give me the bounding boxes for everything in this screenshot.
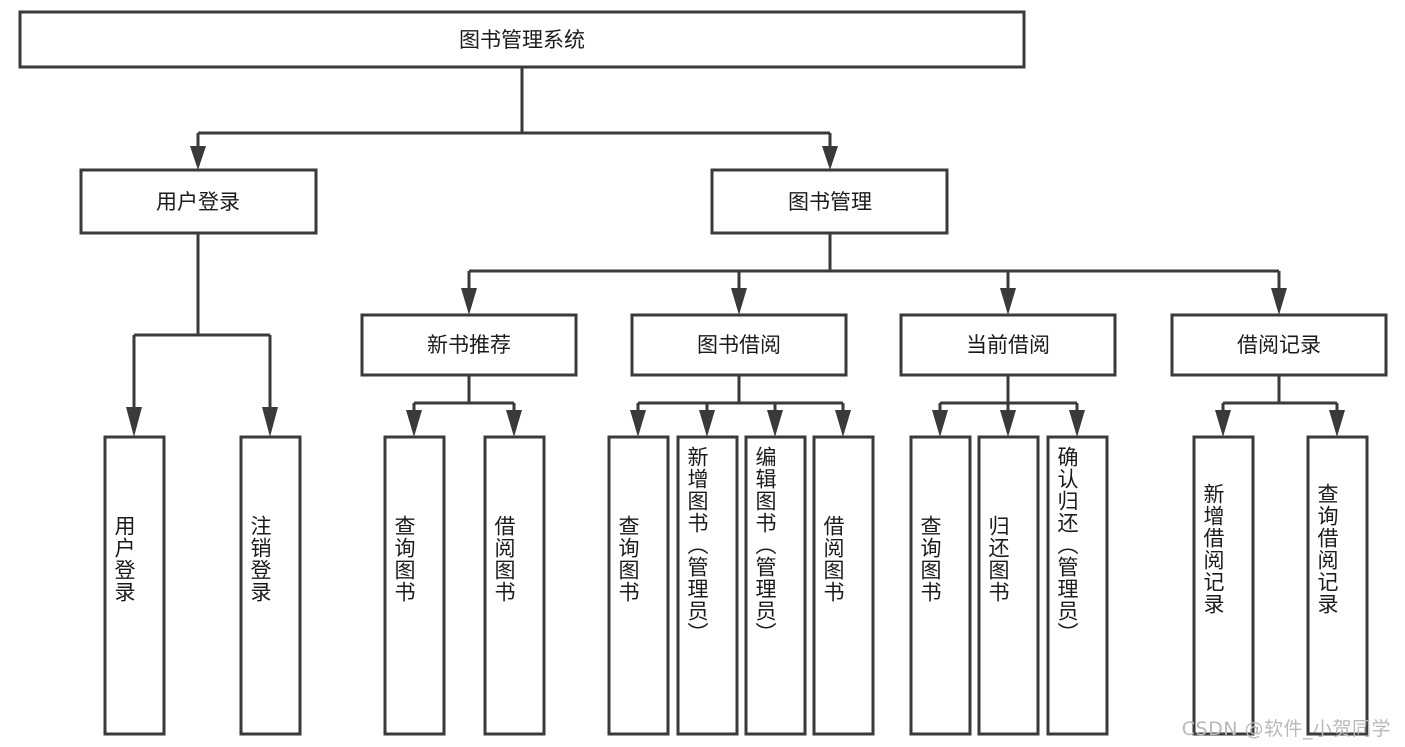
node-box-leaf-logout[interactable] <box>239 435 302 736</box>
node-box-leaf-query-book-1[interactable] <box>383 435 446 736</box>
arrow-to-leaf-logout <box>262 407 278 437</box>
arrow-to-borrow-record <box>1271 288 1287 315</box>
label-borrow-record: 借阅记录 <box>1237 333 1321 357</box>
arrow-to-new-book-rec <box>461 288 477 315</box>
node-box-borrow-record[interactable] <box>1170 313 1388 377</box>
node-box-user-login[interactable] <box>79 168 318 235</box>
arrow-to-leaf-query-book-1 <box>406 410 422 437</box>
node-box-root[interactable] <box>18 10 1026 69</box>
arrow-to-leaf-query-borrow-record <box>1329 410 1345 437</box>
arrow-to-leaf-confirm-return-admin <box>1069 410 1085 437</box>
arrow-to-leaf-query-book-2 <box>630 410 646 437</box>
node-box-book-borrow[interactable] <box>630 313 848 377</box>
label-new-book-rec: 新书推荐 <box>427 333 511 357</box>
label-book-borrow: 图书借阅 <box>697 333 781 357</box>
label-root: 图书管理系统 <box>459 28 585 52</box>
node-box-book-manage[interactable] <box>710 168 949 235</box>
arrow-to-book-borrow <box>731 288 747 315</box>
arrow-to-leaf-edit-book-admin <box>767 410 783 437</box>
arrow-to-leaf-borrow-book-1 <box>506 410 522 437</box>
arrow-to-leaf-return-book <box>1000 410 1016 437</box>
connectors-layer <box>126 67 1345 437</box>
label-current-borrow: 当前借阅 <box>966 333 1050 357</box>
arrow-to-user-login <box>190 146 206 170</box>
arrow-to-leaf-add-book-admin <box>699 410 715 437</box>
nodes-layer <box>18 10 1388 736</box>
node-box-leaf-add-book-admin[interactable] <box>676 435 739 736</box>
node-box-leaf-confirm-return-admin[interactable] <box>1046 435 1109 736</box>
node-box-leaf-add-borrow-record[interactable] <box>1192 435 1255 736</box>
arrow-to-current-borrow <box>1000 288 1016 315</box>
node-box-leaf-borrow-book-2[interactable] <box>812 435 875 736</box>
node-box-leaf-query-book-2[interactable] <box>607 435 670 736</box>
node-box-leaf-edit-book-admin[interactable] <box>744 435 807 736</box>
arrow-to-leaf-query-book-3 <box>932 410 948 437</box>
node-box-leaf-query-borrow-record[interactable] <box>1306 435 1369 736</box>
arrow-to-leaf-borrow-book-2 <box>835 410 851 437</box>
node-box-new-book-rec[interactable] <box>360 313 578 377</box>
node-box-leaf-borrow-book-1[interactable] <box>483 435 546 736</box>
node-box-current-borrow[interactable] <box>899 313 1117 377</box>
node-box-leaf-query-book-3[interactable] <box>909 435 972 736</box>
csdn-watermark: CSDN @软件_小贺同学 <box>1181 718 1391 740</box>
horizontal-labels-layer: 图书管理系统 用户登录 图书管理 新书推荐 图书借阅 当前借阅 借阅记录 <box>156 28 1321 357</box>
label-book-manage: 图书管理 <box>788 190 872 214</box>
node-box-leaf-user-login[interactable] <box>103 435 166 736</box>
label-user-login: 用户登录 <box>156 190 240 214</box>
arrow-to-book-manage <box>822 146 838 170</box>
node-box-leaf-return-book[interactable] <box>977 435 1040 736</box>
arrow-to-leaf-add-borrow-record <box>1215 410 1231 437</box>
arrow-to-leaf-user-login <box>126 407 142 437</box>
